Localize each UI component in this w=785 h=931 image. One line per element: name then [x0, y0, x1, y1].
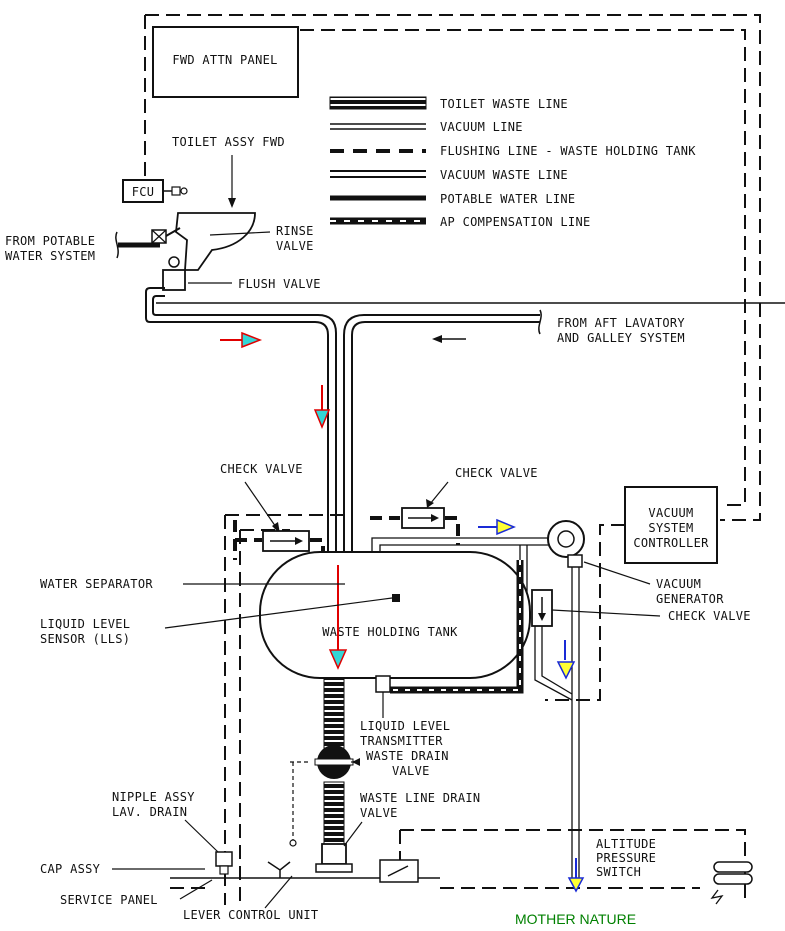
legend-label-toilet-waste: TOILET WASTE LINE: [440, 97, 568, 111]
lever-control-label: LEVER CONTROL UNIT: [183, 908, 318, 922]
wdv-label-1: WASTE DRAIN: [366, 749, 449, 763]
rinse-pointer: [209, 231, 271, 236]
llt-label-1: LIQUID LEVEL: [360, 719, 450, 733]
tank-label: WASTE HOLDING TANK: [322, 625, 458, 639]
red-flow-arrow-horizontal: [220, 331, 263, 349]
aps-label-1: ALTITUDE: [596, 837, 656, 851]
mother-nature-label: MOTHER NATURE: [515, 911, 636, 927]
legend-swatch-vacuum-waste: [330, 170, 426, 178]
from-potable-label-2: WATER SYSTEM: [5, 249, 95, 263]
toilet-assy-fwd-label: TOILET ASSY FWD: [172, 135, 285, 149]
vacuum-generator-label-2: GENERATOR: [656, 592, 724, 606]
legend-label-potable: POTABLE WATER LINE: [440, 192, 575, 206]
rinse-valve-label-1: RINSE: [276, 224, 314, 238]
nipple-assy-label-1: NIPPLE ASSY: [112, 790, 195, 804]
lls-label-1: LIQUID LEVEL: [40, 617, 130, 631]
potable-break-icon: [115, 231, 119, 259]
from-potable-label-1: FROM POTABLE: [5, 234, 95, 248]
waste-holding-tank: [259, 551, 531, 679]
panel-switch-icon: [379, 859, 419, 883]
aps-label-2: PRESSURE: [596, 851, 656, 865]
waste-line-drain-valve-icon: [315, 843, 353, 873]
blue-flow-arrow-horizontal: [478, 518, 516, 536]
flush-valve-label: FLUSH VALVE: [238, 277, 321, 291]
blue-flow-arrow-right-line: [556, 640, 576, 680]
fcu-label: FCU: [132, 185, 155, 199]
aps-label-3: SWITCH: [596, 865, 641, 879]
legend-swatch-vacuum: [330, 123, 426, 130]
check-valve-left-label: CHECK VALVE: [220, 462, 303, 476]
vacuum-generator-icon: [547, 520, 585, 568]
vacuum-generator-label-1: VACUUM: [656, 577, 701, 591]
nipple-assy-label-2: LAV. DRAIN: [112, 805, 187, 819]
vacuum-waste-line-main: [145, 287, 540, 560]
red-flow-arrow-vertical: [313, 385, 331, 429]
ap-compensation-line: [390, 560, 524, 694]
waste-drain-valve-icon: [314, 745, 354, 779]
fwd-attn-panel-box: [152, 26, 299, 98]
lls-label-2: SENSOR (LLS): [40, 632, 130, 646]
vsc-label-3: CONTROLLER: [633, 536, 709, 550]
nipple-assy-icon: [215, 851, 233, 875]
lls-sensor-icon: [392, 594, 400, 602]
check-valve-left: [262, 530, 310, 552]
legend-label-flushing: FLUSHING LINE - WASTE HOLDING TANK: [440, 144, 696, 158]
red-flow-arrow-tank: [328, 565, 348, 670]
vsc-label-1: VACUUM: [648, 506, 693, 520]
fcu-connector-icon: [163, 186, 188, 196]
legend-label-vacuum: VACUUM LINE: [440, 120, 523, 134]
liquid-level-transmitter-icon: [375, 675, 391, 693]
rinse-valve-label-2: VALVE: [276, 239, 314, 253]
check-valve-mid-label: CHECK VALVE: [455, 466, 538, 480]
water-separator-label: WATER SEPARATOR: [40, 577, 153, 591]
lever-control-cable: [290, 761, 310, 840]
aft-break-icon: [538, 309, 542, 335]
toilet-bowl: [175, 212, 256, 271]
vacuum-system-controller-box: [624, 486, 718, 564]
toilet-waste-drain-line: [323, 677, 345, 749]
blue-flow-arrow-exhaust: [567, 858, 585, 893]
fwd-attn-panel-label: FWD ATTN PANEL: [172, 53, 277, 67]
lever-control-unit-icon: [267, 861, 291, 878]
from-aft-label-1: FROM AFT LAVATORY: [557, 316, 685, 330]
check-valve-mid: [401, 507, 445, 529]
legend: TOILET WASTE LINE VACUUM LINE FLUSHING L…: [329, 96, 696, 229]
cap-assy-label: CAP ASSY: [40, 862, 101, 876]
legend-label-vacuum-waste: VACUUM WASTE LINE: [440, 168, 568, 182]
from-aft-label-2: AND GALLEY SYSTEM: [557, 331, 685, 345]
wldv-label-1: WASTE LINE DRAIN: [360, 791, 480, 805]
service-panel-label: SERVICE PANEL: [60, 893, 158, 907]
wdv-label-2: VALVE: [392, 764, 430, 778]
flush-valve-actuator-icon: [168, 256, 180, 268]
check-valve-right-label: CHECK VALVE: [668, 609, 751, 623]
legend-swatch-toilet-waste: [329, 96, 427, 110]
altitude-pressure-switch-icon: [710, 861, 753, 905]
legend-label-ap-comp: AP COMPENSATION LINE: [440, 215, 591, 229]
vsc-label-2: SYSTEM: [648, 521, 693, 535]
toilet-pointer-head: [228, 198, 236, 208]
llt-label-2: TRANSMITTER: [360, 734, 443, 748]
wldv-label-2: VALVE: [360, 806, 398, 820]
flush-valve-icon: [162, 269, 186, 291]
check-valve-right: [531, 589, 553, 627]
